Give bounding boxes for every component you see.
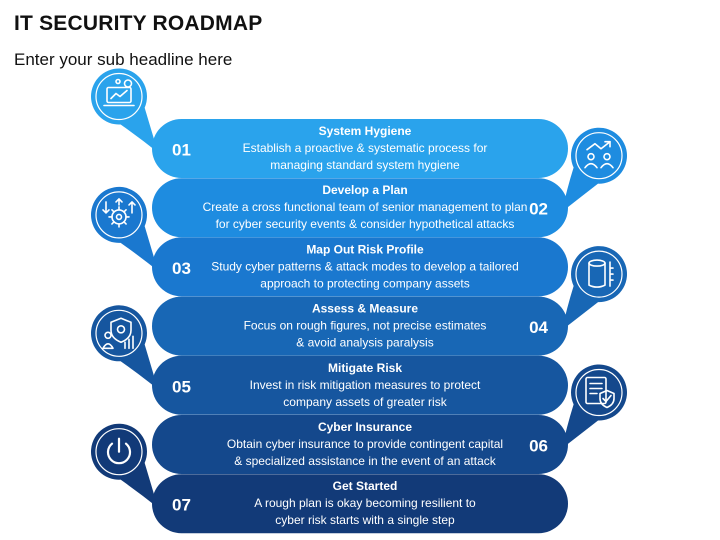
step-number: 02: [529, 200, 548, 219]
step-number: 07: [172, 496, 191, 515]
step-title: Get Started: [333, 479, 398, 493]
shield-settings-icon: [102, 317, 134, 350]
step-description-line2: company assets of greater risk: [283, 395, 447, 409]
step-title: System Hygiene: [319, 124, 412, 138]
step-description-line1: Establish a proactive & systematic proce…: [243, 141, 488, 155]
step-number: 05: [172, 377, 191, 396]
gear-arrows-icon: [102, 198, 136, 228]
step-description-line2: managing standard system hygiene: [270, 158, 460, 172]
power-icon: [106, 437, 132, 465]
step-description-line2: & avoid analysis paralysis: [296, 336, 433, 350]
insurance-document-icon: [585, 376, 615, 409]
step-description-line2: for cyber security events & consider hyp…: [216, 217, 515, 231]
step-number: 01: [172, 141, 191, 160]
step-title: Map Out Risk Profile: [306, 242, 424, 256]
page-subtitle: Enter your sub headline here: [14, 50, 233, 69]
team-growth-icon: [584, 140, 614, 169]
step-description-line1: Create a cross functional team of senior…: [203, 200, 528, 214]
step-title: Develop a Plan: [322, 183, 407, 197]
step-description-line1: Focus on rough figures, not precise esti…: [244, 319, 487, 333]
step-bar: [152, 474, 568, 534]
step-description-line2: & specialized assistance in the event of…: [234, 454, 496, 468]
step-bar: [152, 178, 568, 238]
step-description-line2: cyber risk starts with a single step: [275, 513, 455, 527]
page-title: IT SECURITY ROADMAP: [14, 12, 263, 35]
step-description-line1: A rough plan is okay becoming resilient …: [254, 496, 476, 510]
step-number: 03: [172, 259, 191, 278]
step-title: Cyber Insurance: [318, 420, 412, 434]
step-title: Assess & Measure: [312, 302, 418, 316]
step-bar: [152, 296, 568, 356]
step-description-line1: Obtain cyber insurance to provide contin…: [227, 437, 503, 451]
step-bar: [152, 355, 568, 415]
step-number: 04: [529, 318, 548, 337]
step-number: 06: [529, 437, 548, 456]
step-title: Mitigate Risk: [328, 361, 402, 375]
step-bar: [152, 237, 568, 297]
measuring-cylinder-icon: [588, 259, 614, 288]
laptop-chart-icon: [103, 78, 135, 107]
step-description-line1: Study cyber patterns & attack modes to d…: [211, 259, 519, 273]
step-description-line2: approach to protecting company assets: [260, 276, 469, 290]
step-description-line1: Invest in risk mitigation measures to pr…: [250, 378, 481, 392]
step-bar: [152, 119, 568, 178]
step-bar: [152, 415, 568, 474]
roadmap-step-07: 07 Get Started A rough plan is okay becomi…: [90, 423, 568, 534]
